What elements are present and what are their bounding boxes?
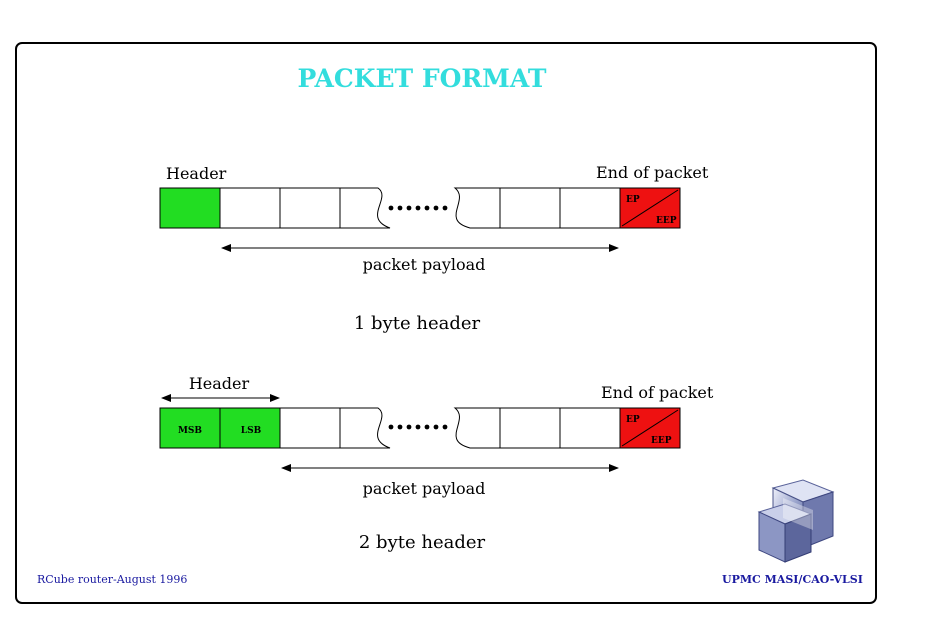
payload-cell [559,187,621,229]
rcube-logo-icon [757,479,835,563]
lsb-label: LSB [241,426,262,436]
diagram-caption: 2 byte header [359,532,486,553]
payload-cell [559,407,621,449]
slide-frame [15,42,877,604]
payload-cell [279,407,341,449]
footer-left-text: RCube router-August 1996 [37,573,187,586]
ellipsis-dots [388,424,448,430]
payload-cell [499,407,561,449]
eep-label: EEP [656,216,677,226]
payload-cell [279,187,341,229]
ep-label: EP [626,415,640,425]
ep-eep-divider [621,409,679,447]
broken-cell-right [453,407,501,449]
payload-cell [219,187,281,229]
broken-cell-right [453,187,501,229]
lsb-cell [219,407,281,449]
header-cell [159,187,221,229]
diagram-caption: 1 byte header [354,313,481,334]
ellipsis-dots [388,205,448,211]
end-of-packet-label: End of packet [601,383,714,402]
ep-label: EP [626,195,640,205]
two-byte-header-diagram: Header End of packet MSB LSB EP EEP pack… [159,374,714,553]
payload-label: packet payload [363,255,486,274]
payload-cell [499,187,561,229]
header-label: Header [166,164,227,183]
page-title: PACKET FORMAT [298,64,547,93]
ep-eep-divider [621,189,679,227]
one-byte-header-diagram: Header End of packet EP EEP packet paylo… [159,163,709,334]
header-label: Header [189,374,250,393]
payload-label: packet payload [363,479,486,498]
footer-right-text: UPMC MASI/CAO-VLSI [722,573,863,586]
eep-label: EEP [651,436,672,446]
broken-cell-left [339,407,391,449]
msb-label: MSB [178,426,202,436]
broken-cell-left [339,187,391,229]
end-of-packet-label: End of packet [596,163,709,182]
